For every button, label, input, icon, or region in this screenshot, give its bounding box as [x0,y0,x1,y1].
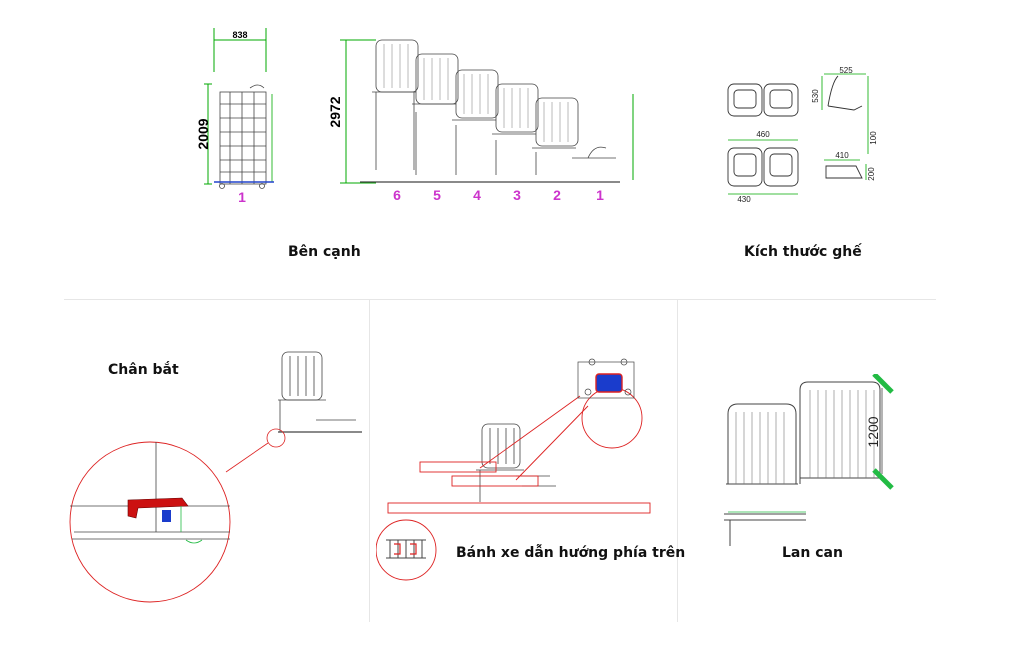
foot-catch-callout-large [69,441,231,603]
seat-size-caption: Kích thước ghế [744,244,862,260]
seat-dimensions: 460 430 525 530 100 410 200 [727,66,878,204]
column-divider-right [677,300,678,622]
railing-drawing: 1200 [724,374,894,546]
row-label-5: 5 [433,187,441,203]
railing-caption: Lan can [782,545,843,561]
foot-catch-caption: Chân bắt [108,362,179,378]
guide-wheel-caption: Bánh xe dẫn hướng phía trên [456,545,686,561]
seat-side-200-dim: 200 [867,167,876,181]
seat-depth-dim: 525 [839,66,853,75]
section-divider [64,299,936,300]
seat-side-100-dim: 100 [869,131,878,145]
guide-wheel-roller [386,539,426,559]
guide-wheel-detail [376,358,651,581]
extended-seat-rows [360,39,620,183]
row-label-2: 2 [553,187,561,203]
seat-height-dim: 530 [811,89,820,103]
side-view-caption: Bên cạnh [288,244,361,260]
seat-width-small-dim: 410 [835,151,849,160]
extended-height-dim: 2972 [327,96,343,127]
seat-pair-width-dim: 460 [756,130,770,139]
railing-height-dim: 1200 [865,416,881,447]
folded-height-dim: 2009 [195,118,211,149]
foot-catch-block [162,510,171,522]
folded-row-label: 1 [238,189,246,205]
foot-catch-callout-small [266,428,286,448]
row-label-3: 3 [513,187,521,203]
column-divider-left [369,300,370,622]
folded-width-dim: 838 [232,30,247,40]
folded-side-view: 838 2009 1 [195,28,274,205]
seat-bottom-width-dim: 430 [737,195,751,204]
row-label-4: 4 [473,187,481,203]
foot-catch-detail [69,351,362,603]
guide-wheel-bracket [577,358,635,399]
extended-side-view: 2972 [327,39,634,203]
row-label-1: 1 [596,187,604,203]
foot-catch-clamp [127,497,189,519]
row-label-6: 6 [393,187,401,203]
